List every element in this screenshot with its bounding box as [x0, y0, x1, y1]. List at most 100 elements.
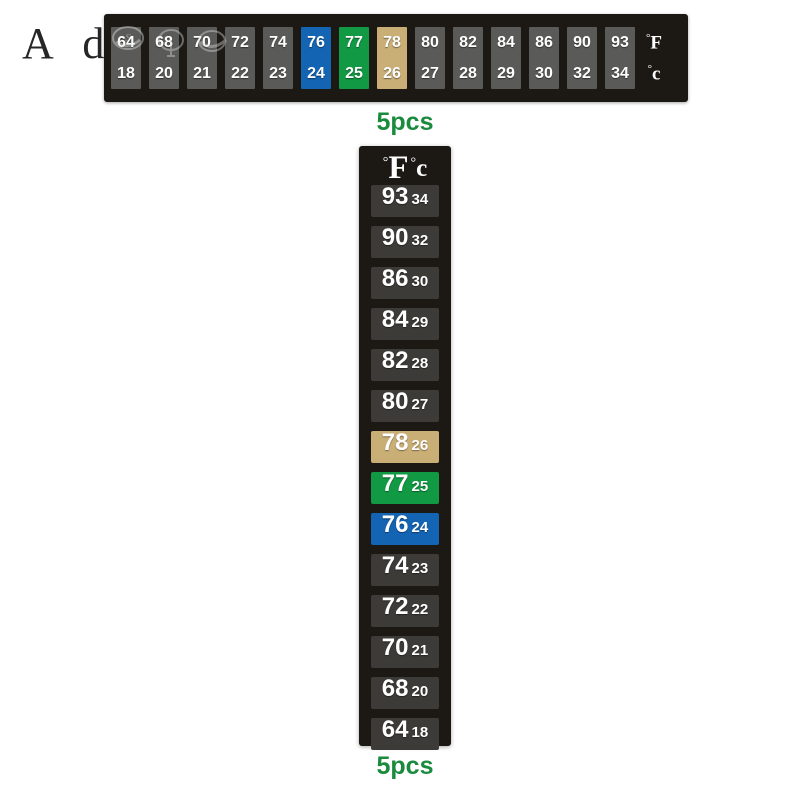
horizontal-cell-82f: 82 28	[453, 27, 483, 89]
pcs-label-top: 5pcs	[376, 108, 434, 136]
horizontal-cell-78f: 78 26	[377, 27, 407, 89]
degree-symbol-f: °	[646, 31, 651, 44]
vertical-cell-celsius-value: 34	[411, 191, 429, 208]
degree-symbol-c-vertical: °	[410, 155, 417, 171]
degree-symbol-f-vertical: °	[382, 155, 389, 170]
vertical-cell-fahrenheit-value: 80	[381, 388, 409, 415]
horizontal-cell-93f: 93 34	[605, 27, 635, 89]
horizontal-cell-celsius-value: 25	[345, 64, 363, 82]
degree-symbol-c: °	[647, 62, 652, 75]
vertical-cell-celsius-value: 24	[411, 519, 429, 536]
vertical-cell-celsius-value: 29	[411, 314, 429, 331]
vertical-fahrenheit-label: °F	[383, 152, 409, 185]
horizontal-cell-celsius-value: 30	[535, 64, 553, 82]
horizontal-cell-fahrenheit-value: 68	[155, 33, 173, 51]
vertical-cell-fahrenheit-value: 84	[381, 306, 409, 333]
vertical-cell-fahrenheit-value: 74	[381, 552, 409, 579]
horizontal-unit-legend: °F °c	[646, 27, 662, 89]
horizontal-cell-fahrenheit-value: 84	[497, 33, 515, 51]
unit-letter-f: F	[650, 32, 663, 54]
horizontal-cell-fahrenheit-value: 74	[269, 33, 287, 51]
horizontal-cell-68f: 68 20	[149, 27, 179, 89]
vertical-cell-celsius-value: 25	[411, 478, 429, 495]
horizontal-cell-74f: 74 23	[263, 27, 293, 89]
horizontal-cell-celsius-value: 26	[383, 64, 401, 82]
vertical-cell-fahrenheit-value: 93	[381, 183, 409, 210]
horizontal-cell-celsius-value: 27	[421, 64, 439, 82]
vertical-cell-celsius-value: 23	[411, 560, 429, 577]
vertical-celsius-label: °c	[411, 156, 428, 181]
vertical-cell-celsius-value: 27	[411, 396, 429, 413]
vertical-cell-fahrenheit-value: 90	[381, 224, 409, 251]
horizontal-cell-celsius-value: 23	[269, 64, 287, 82]
unit-letter-f-vertical: F	[388, 150, 409, 186]
vertical-cell-celsius-value: 20	[411, 683, 429, 700]
horizontal-cell-celsius-value: 24	[307, 64, 325, 82]
vertical-cell-fahrenheit-value: 86	[381, 265, 409, 292]
horizontal-cell-86f: 86 30	[529, 27, 559, 89]
horizontal-cell-celsius-value: 21	[193, 64, 211, 82]
horizontal-cell-84f: 84 29	[491, 27, 521, 89]
vertical-unit-header: °F °c	[383, 152, 428, 185]
vertical-cell-fahrenheit-value: 76	[381, 511, 409, 538]
horizontal-cell-celsius-value: 34	[611, 64, 629, 82]
vertical-cell-fahrenheit-value: 68	[381, 675, 409, 702]
horizontal-cell-76f: 76 24	[301, 27, 331, 89]
horizontal-cell-celsius-value: 28	[459, 64, 477, 82]
horizontal-cell-celsius-value: 32	[573, 64, 591, 82]
horizontal-cell-fahrenheit-value: 78	[383, 33, 401, 51]
horizontal-cell-64f: 64 18	[111, 27, 141, 89]
horizontal-thermometer-strip: 64 18 68 20 70 21 72 22 74 23 76 24 77 25 78 26 80 27 82 28…	[104, 14, 688, 102]
vertical-cell-fahrenheit-value: 70	[381, 634, 409, 661]
horizontal-cell-70f: 70 21	[187, 27, 217, 89]
vertical-cell-fahrenheit-value: 82	[381, 347, 409, 374]
vertical-cell-fahrenheit-value: 72	[381, 593, 409, 620]
horizontal-cell-celsius-value: 29	[497, 64, 515, 82]
horizontal-cell-90f: 90 32	[567, 27, 597, 89]
unit-letter-c: c	[651, 63, 661, 85]
horizontal-cell-celsius-value: 18	[117, 64, 135, 82]
horizontal-cell-fahrenheit-value: 76	[307, 33, 325, 51]
horizontal-cell-fahrenheit-value: 82	[459, 33, 477, 51]
fahrenheit-unit-label: °F	[646, 31, 663, 54]
horizontal-cell-celsius-value: 20	[155, 64, 173, 82]
vertical-cell-celsius-value: 22	[411, 601, 429, 618]
vertical-cell-celsius-value: 26	[411, 437, 429, 454]
vertical-cell-fahrenheit-value: 78	[381, 429, 409, 456]
vertical-cell-fahrenheit-value: 77	[381, 470, 409, 497]
horizontal-cell-fahrenheit-value: 72	[231, 33, 249, 51]
horizontal-cell-fahrenheit-value: 64	[117, 33, 135, 51]
vertical-cell-fahrenheit-value: 64	[381, 716, 409, 743]
vertical-cell-celsius-value: 28	[411, 355, 429, 372]
unit-letter-c-vertical: c	[416, 155, 428, 182]
horizontal-cell-fahrenheit-value: 80	[421, 33, 439, 51]
vertical-cell-celsius-value: 21	[411, 642, 429, 659]
pcs-label-bottom: 5pcs	[376, 752, 434, 780]
vertical-cell-celsius-value: 32	[411, 232, 429, 249]
celsius-unit-label: °c	[647, 62, 661, 85]
horizontal-cell-fahrenheit-value: 86	[535, 33, 553, 51]
horizontal-cell-celsius-value: 22	[231, 64, 249, 82]
ad-overlay-text: A d	[22, 19, 115, 68]
horizontal-cell-fahrenheit-value: 77	[345, 33, 363, 51]
vertical-cell-celsius-value: 18	[411, 724, 429, 741]
horizontal-cell-fahrenheit-value: 70	[193, 33, 211, 51]
vertical-cell-celsius-value: 30	[411, 273, 429, 290]
horizontal-cell-80f: 80 27	[415, 27, 445, 89]
horizontal-cell-fahrenheit-value: 90	[573, 33, 591, 51]
horizontal-cell-fahrenheit-value: 93	[611, 33, 629, 51]
